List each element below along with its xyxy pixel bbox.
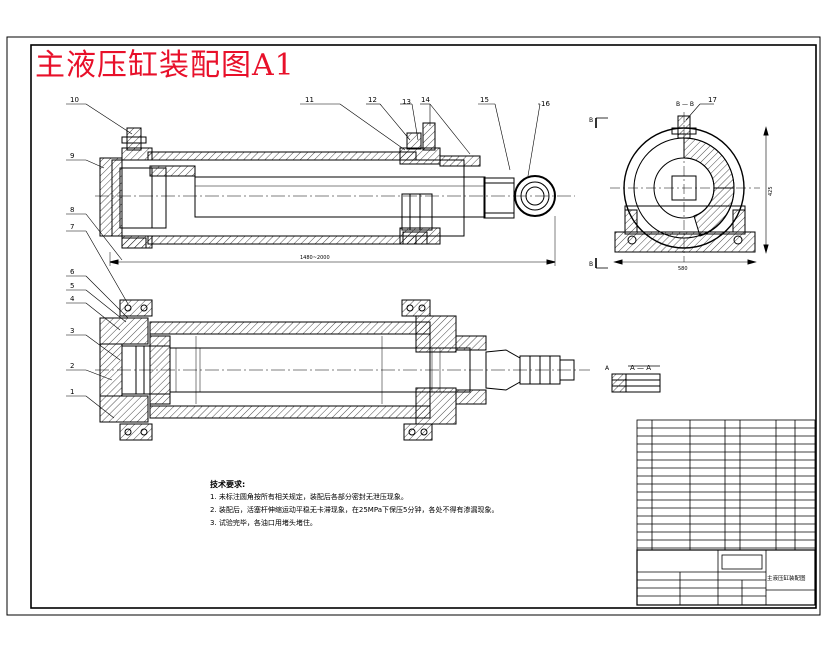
balloon-10: 10 [70,96,79,104]
inner-frame [30,44,817,609]
technical-note-1: 1. 未标注圆角按所有相关规定，装配后各部分密封无泄压现象。 [210,493,408,501]
cut-mark-a: A [605,365,610,372]
dim-side-width: 580 [678,266,688,272]
dim-overall-length: 1480~2000 [300,255,330,261]
section-a-label: A — A [630,364,651,372]
balloon-4: 4 [70,295,75,303]
balloon-6: 6 [70,268,75,276]
balloon-labels: 10 9 11 12 13 14 15 16 17 8 7 6 5 4 3 2 … [70,96,717,396]
balloon-5: 5 [70,282,74,290]
balloon-16: 16 [541,100,550,108]
balloon-15: 15 [480,96,489,104]
balloon-2: 2 [70,362,74,370]
cut-mark-b-top: B [589,117,593,124]
balloon-1: 1 [70,388,74,396]
section-b-label: B — B [676,101,694,108]
technical-notes-heading: 技术要求: [210,480,246,489]
outer-frame [6,36,821,616]
title-block-name: 主液压缸装配图 [767,574,806,582]
cut-mark-b-bottom: B [589,261,593,268]
section-a-a [611,365,661,393]
side-view-b-b [595,112,769,269]
balloon-11: 11 [305,96,314,104]
technical-notes: 技术要求: 1. 未标注圆角按所有相关规定，装配后各部分密封无泄压现象。 2. … [210,478,499,530]
technical-note-2: 2. 装配后，活塞杆伸缩运动平稳无卡滞现象，在25MPa下保压5分钟，各处不得有… [210,506,499,514]
balloon-9: 9 [70,152,74,160]
balloon-7: 7 [70,223,74,231]
balloon-13: 13 [402,98,411,106]
balloon-8: 8 [70,206,74,214]
technical-note-3: 3. 试验完毕，各油口用堵头堵住。 [210,519,317,527]
leader-lines [66,103,714,419]
balloon-17: 17 [708,96,717,104]
parts-list-table [636,419,816,606]
bottom-cylinder-section [95,299,590,441]
dim-side-height: 425 [768,186,774,196]
top-cylinder-view [95,122,575,266]
balloon-14: 14 [421,96,430,104]
drawing-title: 主液压缸装配图A1 [35,48,295,83]
balloon-3: 3 [70,327,74,335]
balloon-12: 12 [368,96,377,104]
